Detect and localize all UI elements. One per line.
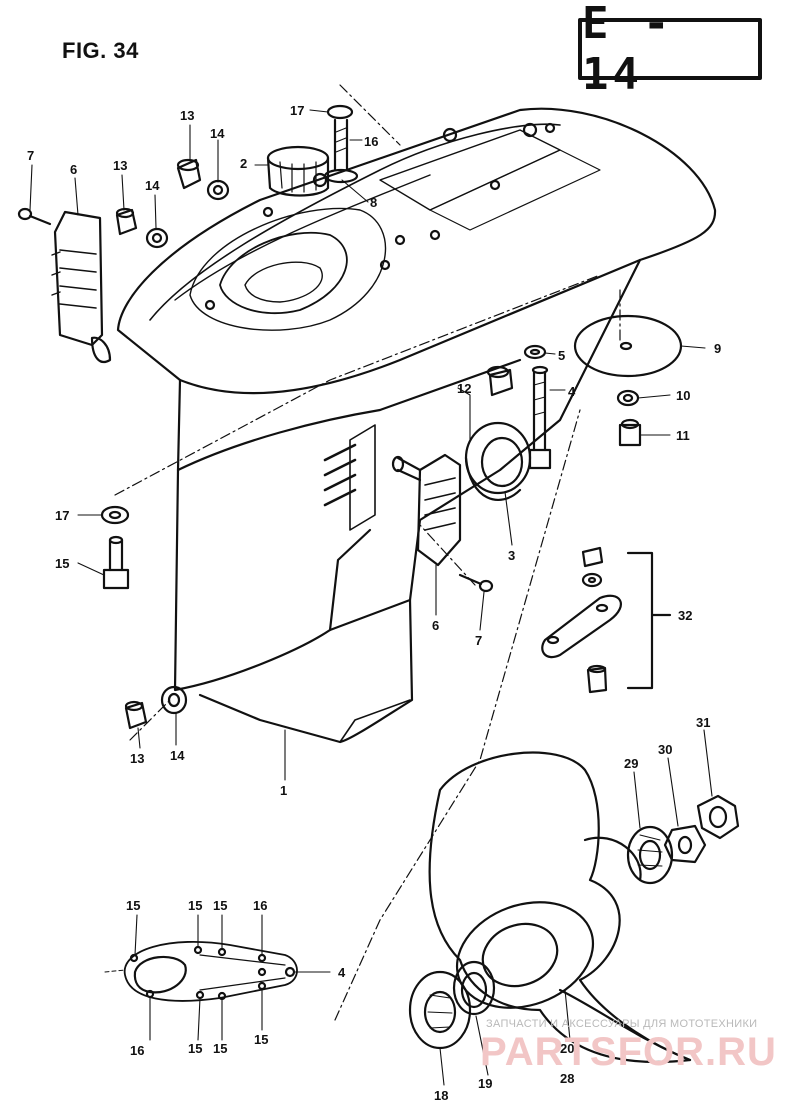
ring-19 bbox=[452, 960, 496, 1016]
callout-8: 8 bbox=[370, 195, 377, 210]
callout-15-side: 15 bbox=[55, 556, 69, 571]
callout-20: 20 bbox=[560, 1041, 574, 1056]
bolt-15-side bbox=[102, 535, 130, 590]
callout-30: 30 bbox=[658, 742, 672, 757]
washer-17-side bbox=[100, 505, 130, 525]
bolt-4 bbox=[528, 365, 552, 470]
screw-7-side bbox=[458, 573, 494, 593]
callout-17-side: 17 bbox=[55, 508, 69, 523]
callout-6-side: 6 bbox=[432, 618, 439, 633]
figure-code-box: E - 14 bbox=[578, 0, 762, 100]
gear-case-housing bbox=[116, 107, 717, 744]
top-view-inset bbox=[104, 941, 298, 1002]
anode-6-side bbox=[391, 453, 462, 567]
plug-12 bbox=[486, 365, 514, 397]
callout-14-top: 14 bbox=[210, 126, 225, 141]
callout-15-inset-b: 15 bbox=[188, 898, 202, 913]
callout-14-bottom: 14 bbox=[170, 748, 185, 763]
callout-16-inset-bottom: 16 bbox=[130, 1043, 144, 1058]
kit-32 bbox=[541, 546, 672, 694]
callout-2: 2 bbox=[240, 156, 247, 171]
callout-15-inset-a: 15 bbox=[126, 898, 140, 913]
figure-code: E - 14 bbox=[582, 0, 674, 100]
watermark-text: ЗАПЧАСТИ И АКСЕССУАРЫ ДЛЯ МОТОТЕХНИКИ bbox=[486, 1018, 758, 1030]
callout-11: 11 bbox=[676, 428, 690, 443]
figure-title: FIG. 34 bbox=[62, 38, 139, 63]
oil-seal-3 bbox=[464, 421, 532, 501]
stopper-18 bbox=[408, 970, 472, 1050]
washer-10 bbox=[616, 389, 640, 407]
nut-31 bbox=[696, 794, 740, 840]
washer-14-top bbox=[206, 179, 230, 201]
needle-bearing bbox=[266, 145, 330, 197]
anode-6-left bbox=[51, 210, 112, 364]
washer-5 bbox=[523, 344, 547, 360]
callout-16-top: 16 bbox=[364, 134, 378, 149]
assembly-lines bbox=[114, 84, 621, 1021]
callout-12: 12 bbox=[457, 381, 471, 396]
callout-labels: 17 16 13 14 2 8 7 6 13 14 5 9 12 4 10 11… bbox=[27, 103, 721, 1103]
callout-16-inset-top: 16 bbox=[253, 898, 267, 913]
callout-6-left: 6 bbox=[70, 162, 77, 177]
propeller bbox=[428, 751, 692, 1064]
callout-13-mid: 13 bbox=[113, 158, 127, 173]
plate-9 bbox=[573, 314, 683, 378]
callout-29: 29 bbox=[624, 756, 638, 771]
callout-4-inset: 4 bbox=[338, 965, 346, 980]
callout-7-left: 7 bbox=[27, 148, 34, 163]
screw-7-left bbox=[17, 207, 52, 226]
nut-13-top bbox=[176, 158, 202, 190]
callout-32: 32 bbox=[678, 608, 692, 623]
nut-13-mid bbox=[115, 207, 138, 236]
callout-28: 28 bbox=[560, 1071, 574, 1086]
leader-lines bbox=[29, 109, 713, 1086]
callout-15-inset-c: 15 bbox=[213, 898, 227, 913]
washer-30 bbox=[663, 824, 707, 864]
callout-15-inset-e: 15 bbox=[213, 1041, 227, 1056]
callout-15-inset-f: 15 bbox=[254, 1032, 268, 1047]
callout-15-inset-d: 15 bbox=[188, 1041, 202, 1056]
callout-14-mid: 14 bbox=[145, 178, 160, 193]
callout-9: 9 bbox=[714, 341, 721, 356]
washer-14-bottom bbox=[160, 685, 188, 715]
spacer-29 bbox=[626, 825, 674, 885]
bolt-16-top bbox=[323, 104, 359, 184]
washer-14-mid bbox=[145, 227, 169, 249]
callout-7-side: 7 bbox=[475, 633, 482, 648]
callout-13-top: 13 bbox=[180, 108, 194, 123]
callout-4: 4 bbox=[568, 384, 576, 399]
callout-19: 19 bbox=[478, 1076, 492, 1091]
callout-5: 5 bbox=[558, 348, 565, 363]
callout-1: 1 bbox=[280, 783, 287, 798]
callout-13-bottom: 13 bbox=[130, 751, 144, 766]
callout-3: 3 bbox=[508, 548, 515, 563]
watermark-logo: PARTSFOR.RU bbox=[480, 1030, 777, 1074]
callout-18: 18 bbox=[434, 1088, 448, 1103]
callout-10: 10 bbox=[676, 388, 690, 403]
nut-13-bottom bbox=[124, 700, 148, 730]
bolt-11 bbox=[618, 418, 642, 447]
callout-17-top: 17 bbox=[290, 103, 304, 118]
callout-31: 31 bbox=[696, 715, 710, 730]
